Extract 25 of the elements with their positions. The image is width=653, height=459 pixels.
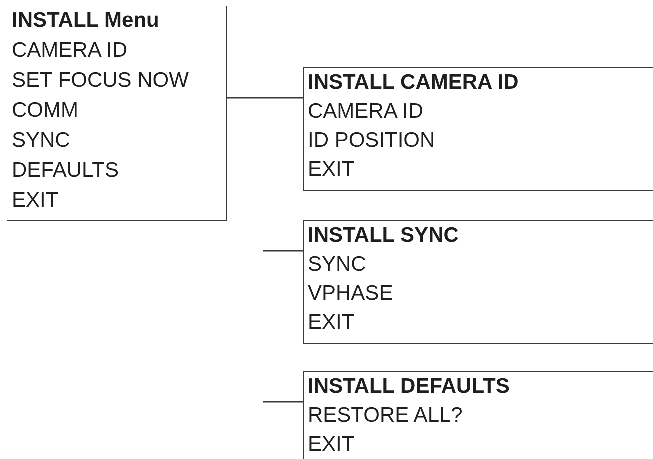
connector-line bbox=[227, 97, 303, 99]
connector-line bbox=[263, 401, 303, 403]
menu-item: SET FOCUS NOW bbox=[12, 68, 189, 94]
menu-box bbox=[7, 6, 227, 221]
menu-title: INSTALL DEFAULTS bbox=[308, 374, 510, 400]
menu-item: SYNC bbox=[308, 252, 366, 278]
submenu-box bbox=[303, 371, 653, 459]
menu-item: SYNC bbox=[12, 128, 70, 154]
menu-item: RESTORE ALL? bbox=[308, 403, 463, 429]
menu-item: DEFAULTS bbox=[12, 158, 119, 184]
menu-item: EXIT bbox=[308, 432, 355, 458]
menu-item: EXIT bbox=[308, 310, 355, 336]
connector-line bbox=[263, 250, 303, 252]
menu-title: INSTALL CAMERA ID bbox=[308, 70, 519, 96]
menu-item: COMM bbox=[12, 98, 78, 124]
menu-item: CAMERA ID bbox=[308, 99, 424, 125]
menu-item: EXIT bbox=[308, 157, 355, 183]
submenu-box bbox=[303, 67, 653, 191]
menu-item: ID POSITION bbox=[308, 128, 436, 154]
menu-item: VPHASE bbox=[308, 281, 394, 307]
menu-item: EXIT bbox=[12, 188, 59, 214]
menu-title: INSTALL SYNC bbox=[308, 223, 459, 249]
menu-item: CAMERA ID bbox=[12, 38, 128, 64]
menu-title: INSTALL Menu bbox=[12, 8, 160, 34]
submenu-box bbox=[303, 220, 653, 344]
